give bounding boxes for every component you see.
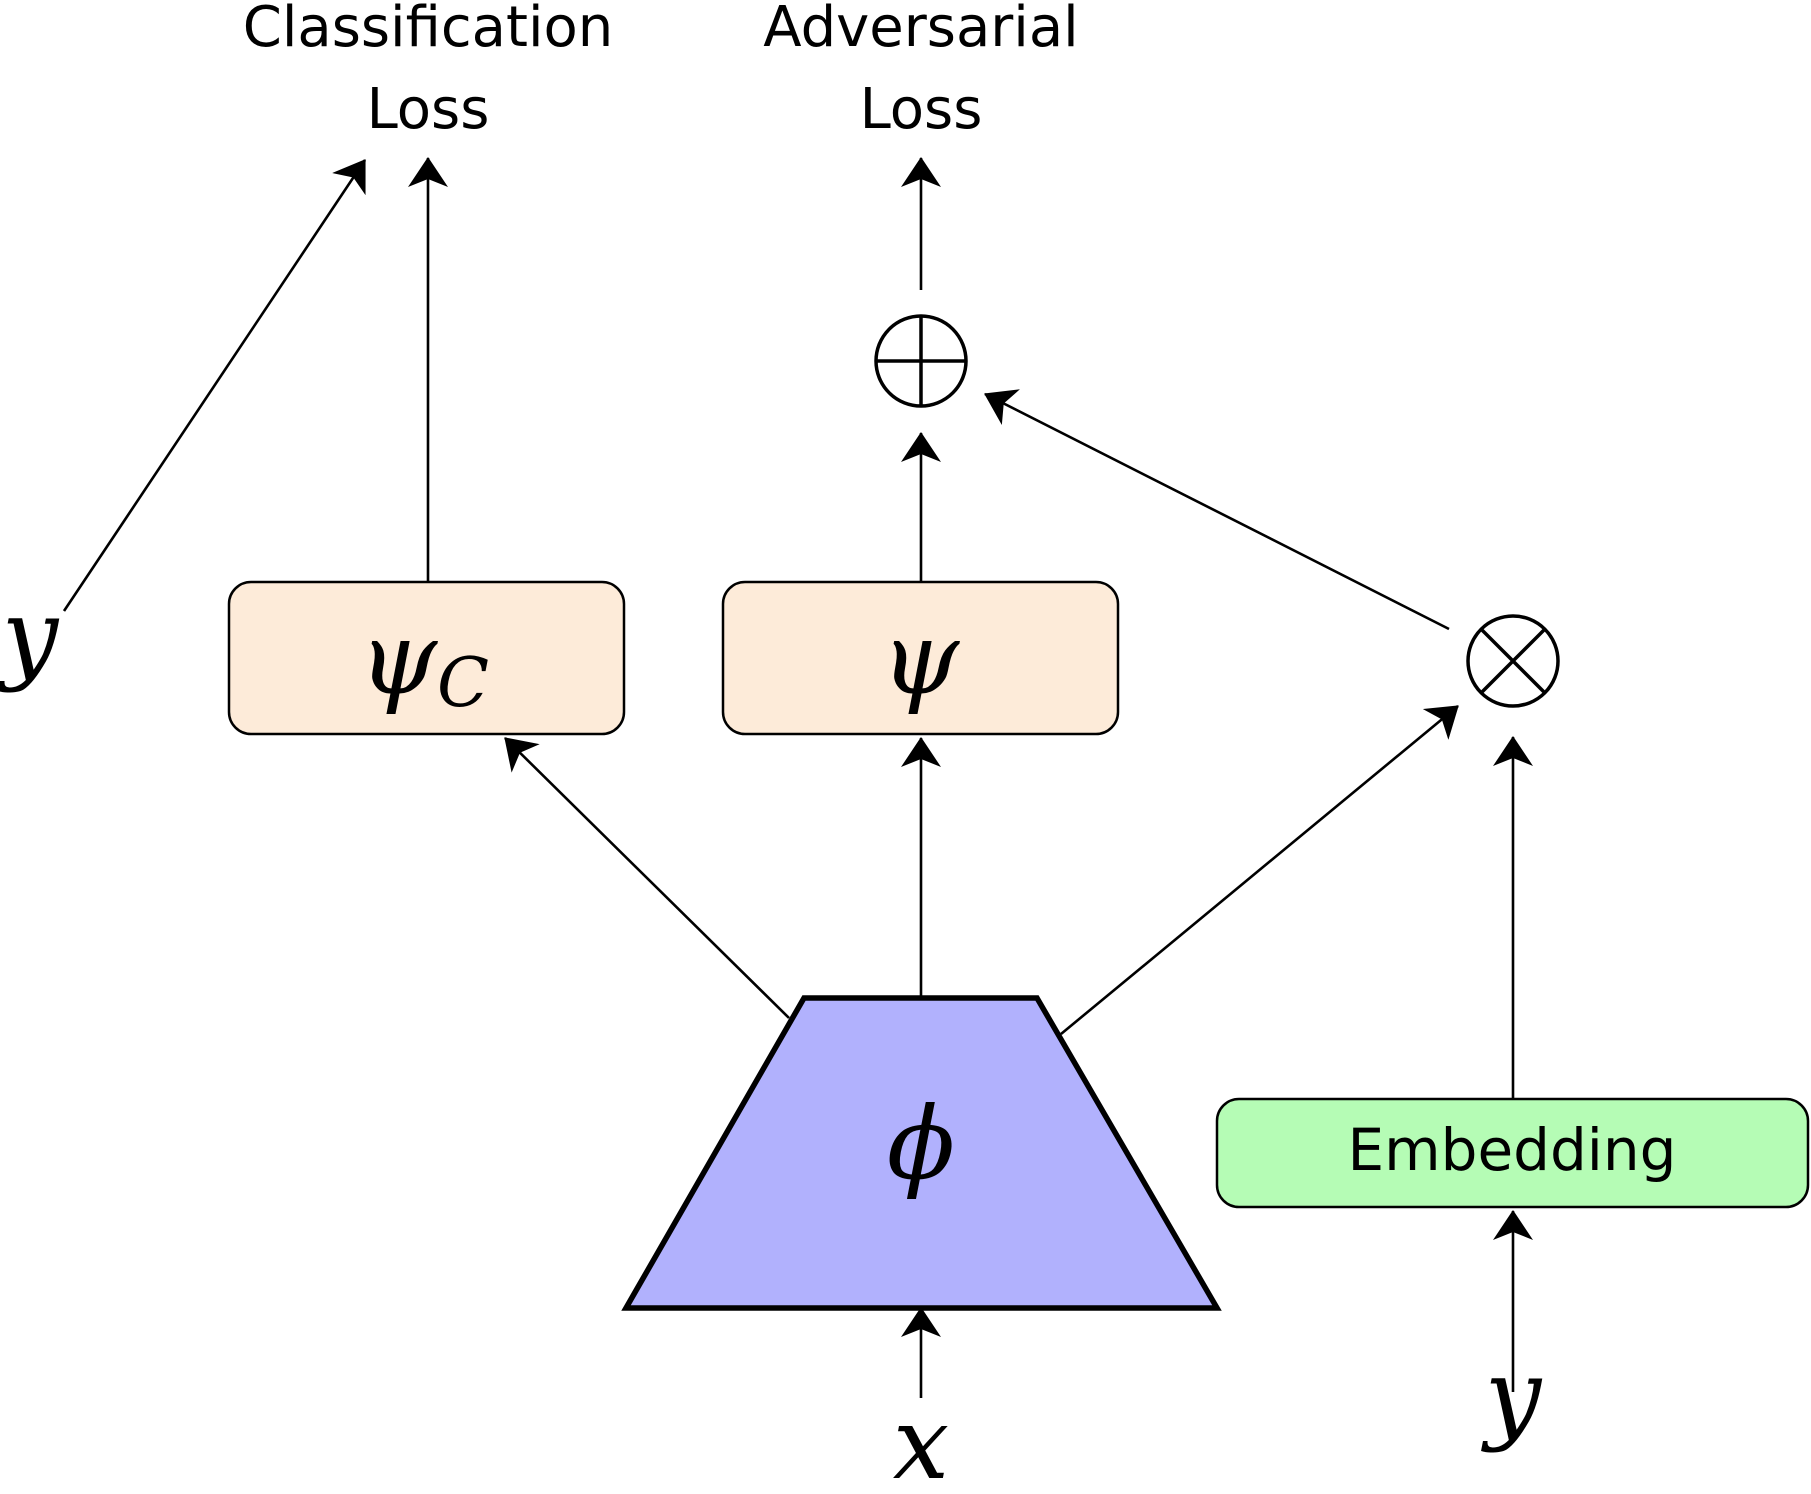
psi-c-symbol: ψ: [359, 600, 439, 717]
embedding-box: Embedding: [1215, 1097, 1810, 1209]
arrow-phi-to-psi-c: [504, 737, 790, 1019]
y-label-left: y: [0, 577, 60, 694]
phi-encoder: ϕ: [621, 995, 1222, 1311]
x-label: x: [893, 1385, 949, 1494]
adversarial-loss-label-line1: Adversarial: [763, 0, 1078, 60]
phi-symbol: ϕ: [887, 1085, 955, 1202]
arrow-y-to-classification-loss: [62, 159, 367, 612]
phi-encoder-shape: [621, 995, 1222, 1311]
psi-c-subscript: C: [437, 644, 489, 723]
psi-symbol: ψ: [881, 600, 961, 717]
arrow-phi-to-product: [1060, 704, 1459, 1036]
adversarial-loss-label-line2: Loss: [860, 77, 983, 142]
classification-loss-label-line2: Loss: [367, 77, 490, 142]
psi-head-box: ψ: [721, 580, 1120, 736]
psi-c-head-box: ψ C: [227, 580, 626, 736]
psi-c-box-shape: [227, 580, 626, 736]
circle-plus-icon: [874, 314, 968, 408]
arrow-product-to-sum: [984, 389, 1450, 631]
circle-times-icon: [1466, 614, 1560, 708]
classification-loss-label-line1: Classification: [243, 0, 614, 60]
embedding-label: Embedding: [1348, 1116, 1677, 1184]
